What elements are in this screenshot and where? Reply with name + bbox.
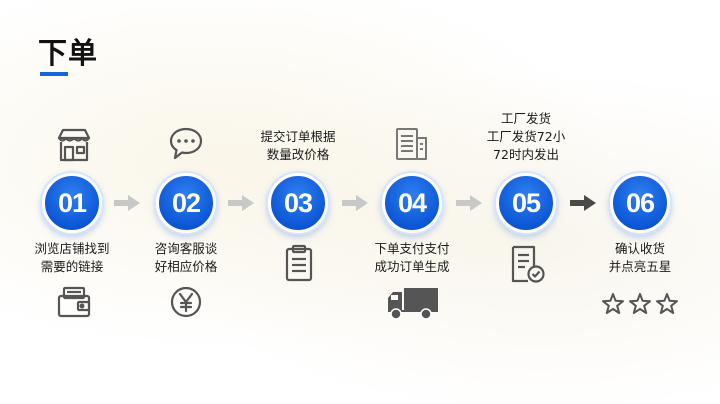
chat-bubble-icon — [168, 126, 204, 162]
truck-icon — [386, 286, 440, 320]
step-1-label: 浏览店铺找到 需要的链接 — [34, 241, 110, 274]
step-4-label: 下单支付支付 成功订单生成 — [374, 241, 450, 274]
arrow-1 — [114, 195, 140, 215]
step-3-number: 03 — [268, 173, 328, 233]
yen-icon — [170, 286, 202, 318]
rating-stars — [601, 292, 679, 316]
star-icon — [629, 293, 651, 314]
star-icon — [602, 293, 624, 314]
step-5-label: 工厂发货 工厂发货72小 72时内发出 — [486, 111, 566, 162]
star-icon — [656, 293, 678, 314]
wallet-icon — [56, 286, 92, 318]
step-5-number: 05 — [496, 173, 556, 233]
step-4-number: 04 — [382, 173, 442, 233]
arrow-2 — [228, 195, 254, 215]
step-1-number: 01 — [42, 173, 102, 233]
step-2-number: 02 — [156, 173, 216, 233]
step-6-label: 确认收货 并点亮五星 — [608, 241, 672, 274]
arrow-3 — [342, 195, 368, 215]
page-title: 下单 — [38, 36, 99, 70]
step-3-label: 提交订单根据 数量改价格 — [260, 129, 336, 162]
arrow-5 — [570, 195, 596, 215]
document-icon — [394, 126, 430, 162]
clipboard-icon — [284, 244, 314, 282]
step-6-number: 06 — [610, 173, 670, 233]
title-underline — [40, 72, 68, 76]
invoice-check-icon — [510, 244, 546, 284]
step-2-label: 咨询客服谈 好相应价格 — [154, 241, 218, 274]
shop-icon — [56, 128, 92, 162]
arrow-4 — [456, 195, 482, 215]
